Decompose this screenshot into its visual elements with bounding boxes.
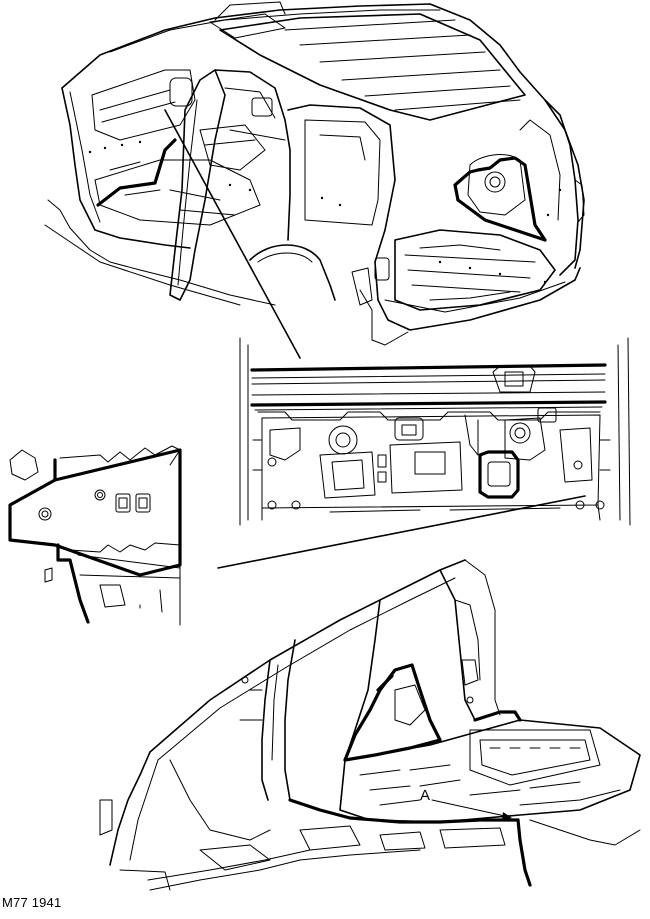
callout-label-a: A: [420, 787, 431, 804]
leader-line-mid: [217, 495, 586, 569]
top-body-shell-view: [44, 1, 585, 346]
pillar-bracket-detail: [8, 445, 182, 626]
leader-line-top: [164, 109, 301, 359]
figure-reference-id: M77 1941: [2, 895, 62, 910]
lower-side-view: [99, 559, 641, 891]
rear-panel-detail: [239, 337, 631, 526]
